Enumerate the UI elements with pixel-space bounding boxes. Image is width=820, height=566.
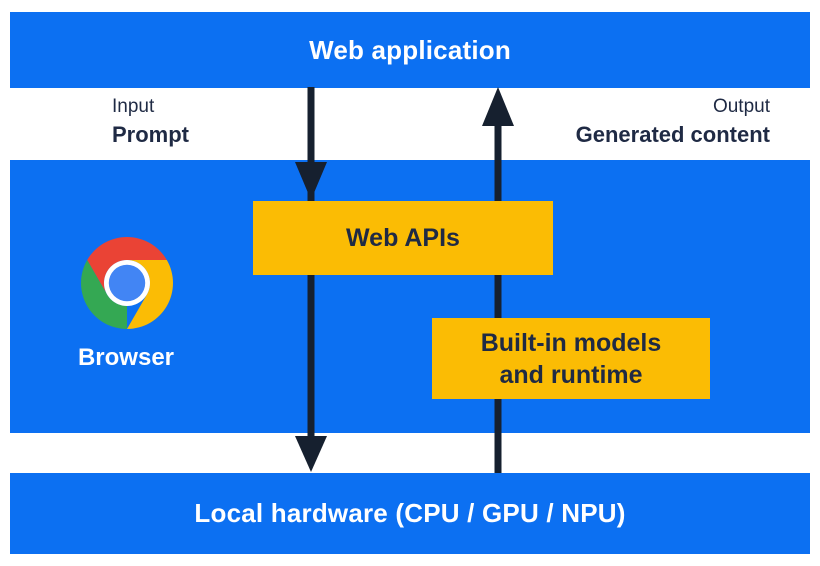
generated-content-up-arrow: [482, 87, 514, 473]
chrome-green-segment: [81, 260, 127, 329]
builtin-models-line1: Built-in models: [480, 328, 662, 357]
output-label-group: Output Generated content: [576, 95, 770, 148]
web-apis-box: Web APIs: [253, 201, 553, 275]
builtin-models-box: Built-in models and runtime: [432, 318, 710, 399]
chrome-blue-center: [108, 264, 146, 302]
down-arrowhead-bottom: [295, 436, 327, 472]
builtin-models-line2: and runtime: [499, 360, 643, 389]
web-apis-label: Web APIs: [346, 224, 460, 252]
chrome-browser-icon: [81, 237, 173, 329]
output-value: Generated content: [575, 121, 770, 147]
output-title: Output: [712, 96, 770, 117]
prompt-down-arrow: [295, 87, 327, 472]
up-arrowhead-top: [482, 87, 514, 126]
chrome-yellow-segment: [127, 260, 173, 329]
local-hardware-label: Local hardware (CPU / GPU / NPU): [194, 498, 626, 528]
input-title: Input: [112, 96, 155, 117]
browser-label: Browser: [77, 344, 175, 371]
local-hardware-band: Local hardware (CPU / GPU / NPU): [10, 473, 810, 554]
down-arrowhead-mid: [295, 162, 327, 200]
web-application-band: Web application: [10, 12, 810, 88]
chrome-red-segment: [87, 237, 167, 295]
input-label-group: Input Prompt: [112, 95, 189, 148]
web-application-label: Web application: [309, 34, 511, 65]
input-value: Prompt: [112, 121, 189, 147]
